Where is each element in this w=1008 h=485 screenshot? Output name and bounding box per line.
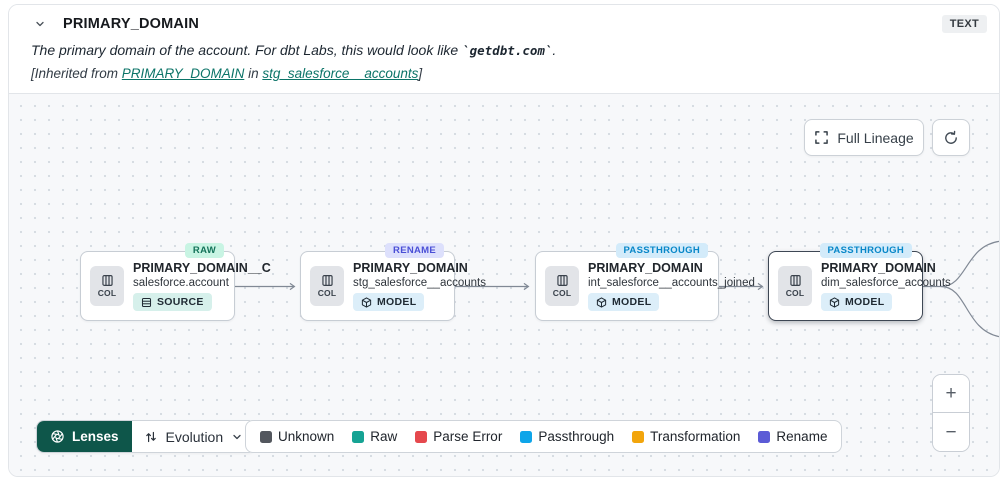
collapse-chevron-icon[interactable] (31, 15, 49, 33)
lens-dropdown[interactable]: Evolution (131, 421, 256, 452)
column-title: PRIMARY_DOMAIN (63, 16, 199, 32)
lineage-node-dim-selected[interactable]: PASSTHROUGH COL PRIMARY_DOMAIN dim_sales… (768, 243, 951, 321)
column-chip: COL (778, 266, 812, 306)
node-column-name: PRIMARY_DOMAIN (821, 261, 936, 275)
model-icon (361, 296, 372, 308)
zoom-out-button[interactable]: − (933, 413, 969, 451)
legend-label: Raw (370, 429, 398, 444)
legend-swatch-transformation (632, 430, 645, 443)
node-type-label: MODEL (377, 296, 417, 308)
full-lineage-button[interactable]: Full Lineage (804, 119, 924, 156)
description-text: The primary domain of the account. For d… (31, 42, 463, 58)
legend-label: Parse Error (433, 429, 503, 444)
description-period: . (552, 42, 557, 58)
inherited-column-link[interactable]: PRIMARY_DOMAIN (121, 66, 245, 81)
lenses-selector: Lenses Evolution (36, 420, 257, 453)
inherited-note: [Inherited from PRIMARY_DOMAIN in stg_sa… (31, 66, 987, 81)
column-description: The primary domain of the account. For d… (31, 42, 987, 58)
lineage-canvas[interactable]: RAW COL PRIMARY_DOMAIN__C salesforce.acc… (9, 94, 999, 476)
node-column-name: PRIMARY_DOMAIN (353, 261, 468, 275)
inherited-middle: in (244, 66, 263, 81)
node-type-label: MODEL (845, 296, 885, 308)
node-type-chip: MODEL (588, 293, 660, 311)
node-column-name: PRIMARY_DOMAIN (588, 261, 703, 275)
data-type-badge: TEXT (941, 15, 987, 33)
source-icon (141, 297, 152, 307)
legend-label: Rename (776, 429, 828, 444)
node-model-name: dim_salesforce_accounts (821, 277, 951, 289)
evolution-legend: Unknown Raw Parse Error Passthrough Tran… (245, 420, 843, 453)
evolution-icon (145, 431, 156, 442)
column-chip: COL (90, 266, 124, 306)
node-type-chip: MODEL (353, 293, 425, 311)
column-chip: COL (310, 266, 344, 306)
node-type-label: MODEL (612, 296, 652, 308)
chevron-down-icon (233, 434, 241, 439)
columns-icon (101, 275, 113, 286)
col-chip-label: COL (97, 288, 117, 298)
col-chip-label: COL (317, 288, 337, 298)
node-column-name: PRIMARY_DOMAIN__C (133, 261, 271, 275)
aperture-icon (51, 430, 64, 443)
lineage-node-staging[interactable]: RENAME COL PRIMARY_DOMAIN stg_salesforce… (300, 243, 486, 321)
columns-icon (321, 275, 333, 286)
column-chip: COL (545, 266, 579, 306)
evolution-badge: PASSTHROUGH (615, 243, 708, 258)
legend-item: Passthrough (520, 429, 614, 444)
columns-icon (556, 275, 568, 286)
node-type-chip: MODEL (821, 293, 893, 311)
full-lineage-label: Full Lineage (837, 129, 914, 146)
legend-swatch-unknown (260, 430, 272, 443)
legend-swatch-raw (352, 430, 365, 443)
refresh-icon (945, 130, 957, 144)
node-model-name: stg_salesforce__accounts (353, 277, 486, 289)
lens-selected-value: Evolution (165, 428, 224, 445)
columns-icon (789, 275, 801, 286)
node-model-name: salesforce.account (133, 277, 229, 289)
legend-item: Unknown (260, 429, 334, 444)
legend-item: Rename (758, 429, 827, 444)
legend-label: Unknown (278, 429, 335, 444)
model-icon (596, 296, 607, 308)
inherited-prefix: [Inherited from (31, 66, 122, 81)
expand-icon (815, 131, 829, 144)
legend-item: Raw (352, 429, 397, 444)
refresh-button[interactable] (932, 119, 970, 156)
lenses-button[interactable]: Lenses (37, 421, 132, 452)
node-model-name: int_salesforce__accounts_joined (588, 277, 755, 289)
lineage-card: PRIMARY_DOMAIN TEXT The primary domain o… (8, 4, 1000, 477)
lineage-edges (235, 240, 999, 338)
evolution-badge: RENAME (385, 243, 444, 258)
legend-swatch-passthrough (520, 430, 533, 443)
node-type-chip: SOURCE (133, 293, 212, 311)
model-icon (829, 296, 840, 308)
zoom-in-button[interactable]: + (933, 375, 969, 413)
legend-swatch-rename (758, 430, 771, 443)
legend-item: Transformation (632, 429, 740, 444)
node-type-label: SOURCE (157, 296, 204, 308)
description-code: `getdbt.com` (462, 43, 553, 58)
zoom-controls: + − (932, 374, 970, 452)
inherited-model-link[interactable]: stg_salesforce__accounts (262, 66, 419, 81)
inherited-suffix: ] (418, 66, 423, 81)
evolution-badge: RAW (184, 243, 224, 258)
legend-item: Parse Error (415, 429, 502, 444)
col-chip-label: COL (785, 288, 805, 298)
lineage-node-intermediate[interactable]: PASSTHROUGH COL PRIMARY_DOMAIN int_sales… (535, 243, 755, 321)
legend-swatch-parse-error (415, 430, 428, 443)
column-header: PRIMARY_DOMAIN TEXT The primary domain o… (9, 5, 999, 94)
lenses-label: Lenses (72, 429, 119, 444)
lineage-node-source[interactable]: RAW COL PRIMARY_DOMAIN__C salesforce.acc… (80, 243, 271, 321)
legend-label: Transformation (650, 429, 741, 444)
col-chip-label: COL (552, 288, 572, 298)
evolution-badge: PASSTHROUGH (819, 243, 912, 258)
legend-label: Passthrough (538, 429, 615, 444)
